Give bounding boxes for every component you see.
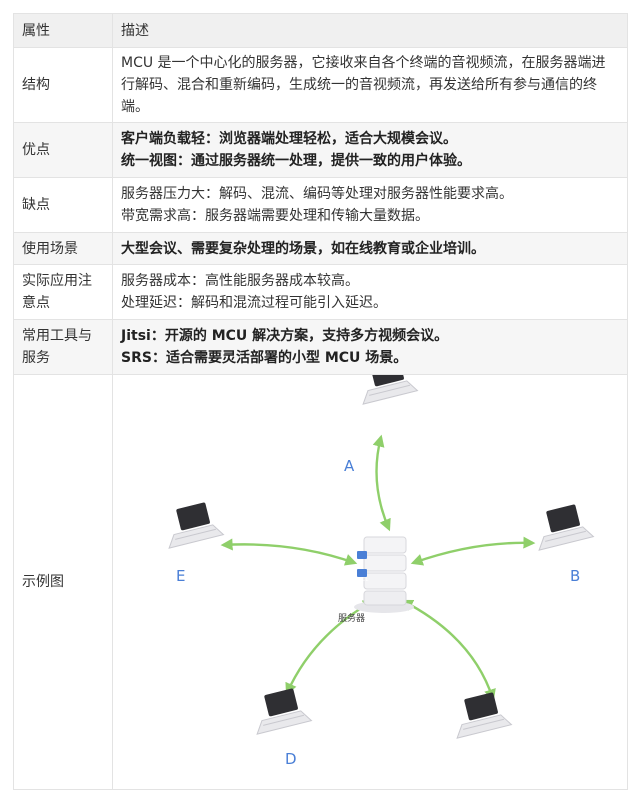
row-description: MCU 是一个中心化的服务器，它接收来自各个终端的音视频流，在服务器端进行解码、… [112, 47, 628, 123]
line-text: 浏览器端处理轻松，适合大规模会议。 [219, 131, 457, 147]
arrow-server-c [400, 599, 496, 702]
diagram-cell: CL A B E D 服务器 [112, 374, 628, 790]
desc-line: Jitsi：开源的 MCU 解决方案，支持多方视频会议。 [121, 325, 619, 347]
desc-line: 服务器压力大：解码、混流、编码等处理对服务器性能要求高。 [121, 183, 619, 205]
arrow-server-a [372, 434, 391, 532]
node-label-d: D [285, 750, 297, 768]
line-text: 解码和混流过程可能引入延迟。 [191, 295, 387, 311]
laptop-a-icon [362, 375, 419, 405]
node-label-a: A [344, 457, 355, 475]
row-label: 常用工具与服务 [13, 319, 113, 375]
row-description: Jitsi：开源的 MCU 解决方案，支持多方视频会议。 SRS：适合需要灵活部… [112, 319, 628, 375]
line-lead: 统一视图： [121, 153, 191, 169]
line-text: 高性能服务器成本较高。 [205, 273, 359, 289]
desc-line: 统一视图：通过服务器统一处理，提供一致的用户体验。 [121, 150, 619, 172]
line-text: 解码、混流、编码等处理对服务器性能要求高。 [219, 186, 513, 202]
table-row-pros: 优点 客户端负载轻：浏览器端处理轻松，适合大规模会议。 统一视图：通过服务器统一… [13, 122, 628, 178]
row-label: 使用场景 [13, 232, 113, 265]
row-description: 客户端负载轻：浏览器端处理轻松，适合大规模会议。 统一视图：通过服务器统一处理，… [112, 122, 628, 178]
table-row-structure: 结构 MCU 是一个中心化的服务器，它接收来自各个终端的音视频流，在服务器端进行… [13, 47, 628, 123]
row-description: 大型会议、需要复杂处理的场景，如在线教育或企业培训。 [112, 232, 628, 265]
desc-line: 服务器成本：高性能服务器成本较高。 [121, 270, 619, 292]
arrow-server-e [220, 538, 358, 566]
line-lead: 客户端负载轻： [121, 131, 219, 147]
server-icon: CL [354, 536, 414, 613]
table-row-diagram: 示例图 [13, 374, 628, 790]
table-header-row: 属性 描述 [13, 13, 628, 48]
server-badge: CL [362, 577, 368, 583]
desc-line: 带宽需求高：服务器端需要处理和传输大量数据。 [121, 205, 619, 227]
line-text: ：适合需要灵活部署的小型 MCU 场景。 [151, 350, 408, 366]
row-label: 示例图 [13, 374, 113, 790]
row-label: 优点 [13, 122, 113, 178]
laptop-c-icon [456, 692, 513, 739]
table-row-cons: 缺点 服务器压力大：解码、混流、编码等处理对服务器性能要求高。 带宽需求高：服务… [13, 177, 628, 233]
desc-line: 处理延迟：解码和混流过程可能引入延迟。 [121, 292, 619, 314]
row-label: 缺点 [13, 177, 113, 233]
server-label: 服务器 [338, 612, 365, 624]
line-lead: Jitsi [121, 328, 151, 344]
line-text: 服务器端需要处理和传输大量数据。 [205, 208, 429, 224]
line-lead: 带宽需求高： [121, 208, 205, 224]
row-label: 结构 [13, 47, 113, 123]
header-property: 属性 [13, 13, 113, 48]
laptop-e-icon [168, 502, 225, 549]
line-text: 通过服务器统一处理，提供一致的用户体验。 [191, 153, 471, 169]
table-row-tools: 常用工具与服务 Jitsi：开源的 MCU 解决方案，支持多方视频会议。 SRS… [13, 319, 628, 375]
header-description: 描述 [112, 13, 628, 48]
desc-line: 大型会议、需要复杂处理的场景，如在线教育或企业培训。 [121, 240, 485, 257]
table-row-use-cases: 使用场景 大型会议、需要复杂处理的场景，如在线教育或企业培训。 [13, 232, 628, 265]
desc-line: 客户端负载轻：浏览器端处理轻松，适合大规模会议。 [121, 128, 619, 150]
node-label-b: B [570, 567, 580, 585]
table-row-practical-notes: 实际应用注意点 服务器成本：高性能服务器成本较高。 处理延迟：解码和混流过程可能… [13, 264, 628, 320]
line-lead: 服务器成本： [121, 273, 205, 289]
line-lead: SRS [121, 350, 152, 366]
line-lead: 服务器压力大： [121, 186, 219, 202]
laptop-d-icon [256, 688, 313, 735]
structure-text: MCU 是一个中心化的服务器，它接收来自各个终端的音视频流，在服务器端进行解码、… [121, 55, 606, 115]
row-description: 服务器压力大：解码、混流、编码等处理对服务器性能要求高。 带宽需求高：服务器端需… [112, 177, 628, 233]
mcu-diagram: CL A B E D 服务器 [168, 375, 595, 768]
arrow-server-b [410, 536, 536, 566]
node-label-e: E [176, 567, 185, 585]
property-table: 属性 描述 结构 MCU 是一个中心化的服务器，它接收来自各个终端的音视频流，在… [13, 13, 628, 790]
desc-line: SRS：适合需要灵活部署的小型 MCU 场景。 [121, 347, 619, 369]
line-text: ：开源的 MCU 解决方案，支持多方视频会议。 [150, 328, 449, 344]
row-description: 服务器成本：高性能服务器成本较高。 处理延迟：解码和混流过程可能引入延迟。 [112, 264, 628, 320]
laptop-b-icon [538, 504, 595, 551]
row-label: 实际应用注意点 [13, 264, 113, 320]
line-lead: 处理延迟： [121, 295, 191, 311]
